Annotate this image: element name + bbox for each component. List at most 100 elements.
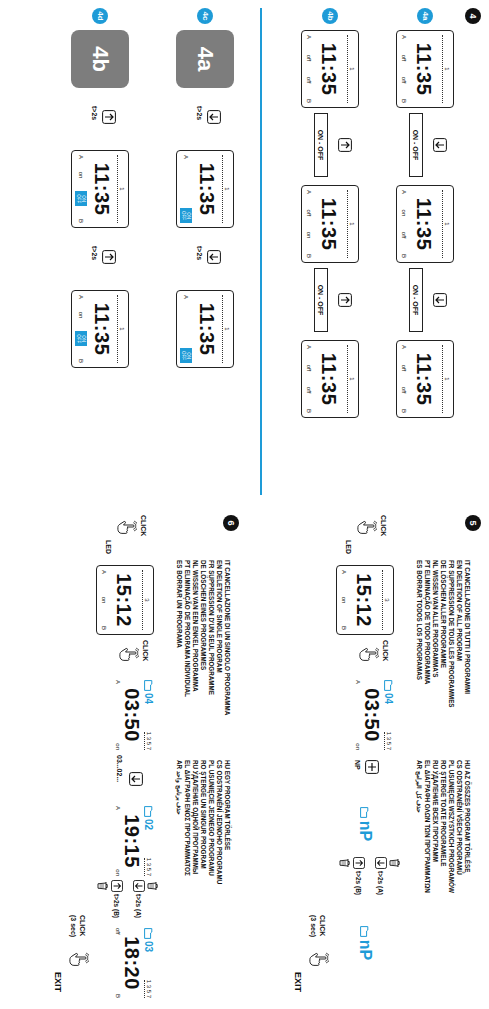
instruction-label: 03...02... xyxy=(115,755,123,782)
on-off-box: ON - OFF xyxy=(409,113,423,177)
segment-text: off xyxy=(305,210,312,217)
day-indicator: 1 xyxy=(347,345,355,413)
day-indicator: 3 xyxy=(382,570,390,630)
segment-row: AonoffB xyxy=(400,190,407,258)
instruction-label: CLICK xyxy=(381,640,389,661)
language-line: FR SUPPRESSION D'UN SEUL PROGRAMME xyxy=(207,560,215,695)
lcd-display: 021 3 5 719:15Aon xyxy=(96,806,154,876)
segment-text: B xyxy=(400,99,407,103)
lcd-display: 041 3 5 703:50Aon xyxy=(96,680,154,750)
language-line: EL ΔΙΑΓΡΑΦΗ ΟΛΩΝ ΤΩΝ ΠΡΟΓΡΑΜΜΑΤΩΝ xyxy=(423,760,431,893)
on-off-icon: ON OFF xyxy=(75,331,87,346)
lcd-display: 111:35AON OFF xyxy=(176,290,234,368)
up-button xyxy=(112,881,123,892)
lcd-display: 111:35AoffoffB xyxy=(396,30,454,108)
segment-text: B xyxy=(305,99,312,103)
segment-row: offB xyxy=(114,928,121,998)
segment-row: Aon xyxy=(354,680,361,750)
segment-text: off xyxy=(305,387,312,394)
new-program-text: nP xyxy=(356,940,374,960)
segment-text: A xyxy=(78,295,85,299)
callout-number: 4d xyxy=(92,8,108,24)
folder-icon xyxy=(361,926,370,937)
on-off-text: ON - OFF xyxy=(413,130,420,161)
lcd-display: 315:12AonB xyxy=(96,565,154,635)
segment-text: A xyxy=(78,155,85,159)
segment-text: A xyxy=(400,35,407,39)
segment-text: on xyxy=(78,172,85,179)
language-line: HU AZ ÖSSZES PROGRAM TÖRLÉSE xyxy=(463,760,471,872)
instruction-label: NP xyxy=(353,760,361,770)
language-line: CS ODSTRANĚNÍ JEDNOHO PROGRAMU xyxy=(215,760,223,884)
segment-text: on xyxy=(400,210,407,217)
lcd-display: nP xyxy=(336,914,394,972)
segment-text: on xyxy=(114,743,121,750)
segment-text: A xyxy=(340,570,347,574)
trash-icon xyxy=(98,882,107,890)
display-head: 021 3 5 7 xyxy=(143,806,154,876)
program-number: 02 xyxy=(143,819,154,830)
day-indicator: 3 xyxy=(142,570,150,630)
on-off-text: ON - OFF xyxy=(413,285,420,316)
instruction-label: CLICK xyxy=(139,515,147,536)
program-number: 04 xyxy=(143,693,154,704)
language-line: IT CANCELLAZIONE DI TUTTI I PROGRAMMI xyxy=(463,560,471,694)
day-indicator: 1 xyxy=(442,35,450,103)
language-line: ES BORRAR UN PROGRAMA xyxy=(175,560,183,648)
segment-text: B xyxy=(78,359,85,363)
lcd-display: 111:35AoffonB xyxy=(301,185,359,263)
instruction-label: CLICK xyxy=(379,515,387,536)
language-line: EN DELETION OF SINGLE PROGRAM xyxy=(215,560,223,673)
step-label: 4b xyxy=(87,46,113,72)
day-indicator: 1 xyxy=(222,295,230,363)
language-line: PL USUNIĘCIE JEDNEGO PROGRAMU xyxy=(207,760,215,876)
instruction-label: t>2s (A) xyxy=(134,894,142,918)
segment-row: AonON OFFB xyxy=(75,155,87,223)
language-line: CS ODSTRANĚNÍ VŠECH PROGRAMŮ xyxy=(455,760,463,875)
segment-text: A xyxy=(305,190,312,194)
segment-text: off xyxy=(305,77,312,84)
instruction-label: (3 sec) xyxy=(69,915,77,937)
language-line: ES BORRAR TODOS LOS PROGRAMAS xyxy=(415,560,423,680)
down-button xyxy=(208,251,221,264)
callout-number: 5 xyxy=(465,515,481,531)
segment-text: A xyxy=(305,345,312,349)
time-digits: 15:12 xyxy=(354,570,376,630)
instruction-label: t>2s (A) xyxy=(376,871,384,895)
time-digits: 18:20 xyxy=(121,928,143,998)
segment-text: A xyxy=(400,345,407,349)
trash-icon xyxy=(148,882,157,890)
segment-text: off xyxy=(305,55,312,62)
new-program-text: nP xyxy=(356,821,374,841)
hand-icon xyxy=(360,648,380,660)
lcd-display: 111:35AonON OFFB xyxy=(71,290,129,368)
segment-text: B xyxy=(340,626,347,630)
day-indicator: 1 xyxy=(347,35,355,103)
language-line: PT ELIMINAÇÃO DE TODO PROGRAMMA xyxy=(423,560,431,684)
instruction-label: t>2s xyxy=(195,246,203,260)
segment-text: on xyxy=(114,869,121,876)
time-digits: 11:35 xyxy=(91,155,113,223)
segment-text: A xyxy=(183,155,190,159)
time-digits: 11:35 xyxy=(319,35,341,103)
up-button xyxy=(103,251,116,264)
language-line: AR حذف كل البرامج xyxy=(415,760,423,813)
folder-icon xyxy=(361,807,370,818)
down-button xyxy=(130,773,143,786)
language-line: DE LÖSCHEN EINES PROGRAMMES xyxy=(199,560,207,670)
segment-text: B xyxy=(78,219,85,223)
hand-icon xyxy=(70,953,90,965)
down-button xyxy=(376,858,387,869)
instruction-label: CLICK xyxy=(78,915,86,936)
day-indicator: 1 xyxy=(347,190,355,258)
lcd-display: 031 3 5 718:20offB xyxy=(96,928,154,998)
segment-row: AonB xyxy=(340,570,347,630)
segment-text: B xyxy=(400,409,407,413)
time-digits: 11:35 xyxy=(196,155,218,223)
program-number: 04 xyxy=(383,693,394,704)
segment-text: B xyxy=(305,409,312,413)
time-digits: 19:15 xyxy=(121,806,143,876)
segment-text: A xyxy=(114,680,121,684)
day-indicator: 1 xyxy=(117,155,125,223)
